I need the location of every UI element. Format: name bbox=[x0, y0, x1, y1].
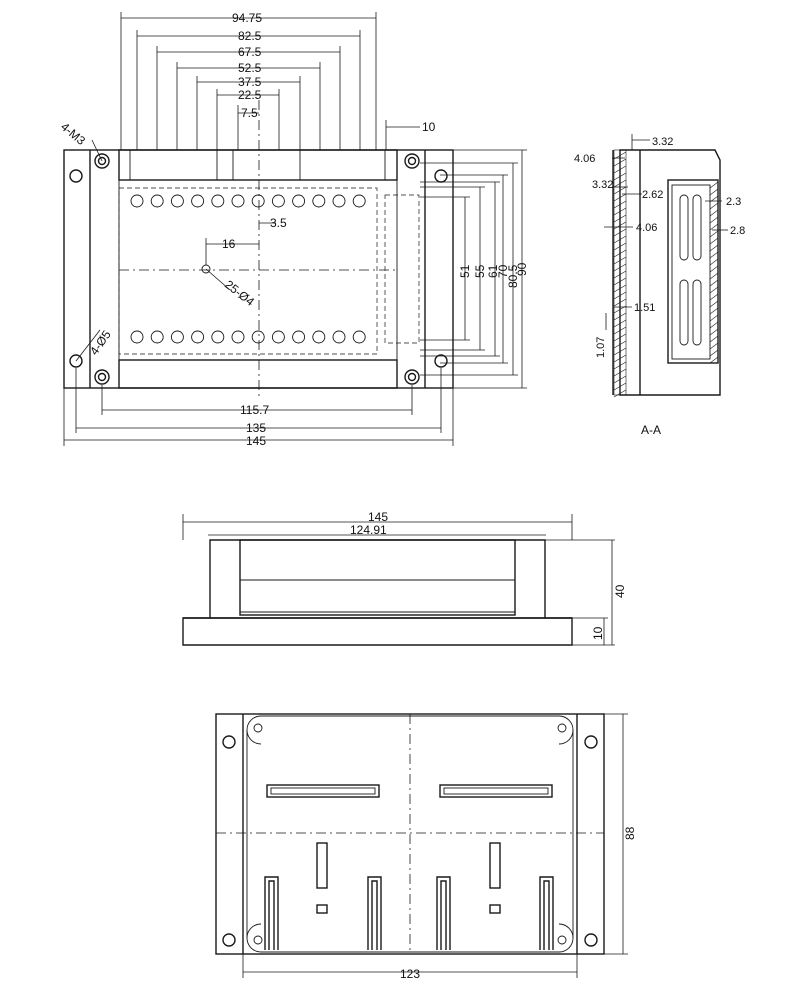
terminal-hole-icon bbox=[292, 194, 306, 208]
front-dim-40: 40 bbox=[613, 584, 627, 598]
mount-hole-icon bbox=[69, 169, 83, 183]
bottom-dim-123: 123 bbox=[400, 967, 420, 981]
terminal-hole-icon bbox=[332, 330, 346, 344]
dim-37-5: 37.5 bbox=[238, 75, 262, 89]
dim-51: 51 bbox=[458, 264, 472, 278]
terminal-hole-icon bbox=[292, 330, 306, 344]
front-dim-124-91: 124.91 bbox=[350, 523, 387, 537]
mount-hole-icon bbox=[584, 735, 598, 749]
dim-94-75: 94.75 bbox=[232, 11, 262, 25]
mount-hole-icon bbox=[434, 169, 448, 183]
terminal-hole-icon bbox=[150, 330, 164, 344]
terminal-hole-icon bbox=[211, 194, 225, 208]
dim-55: 55 bbox=[473, 264, 487, 278]
dim-90: 90 bbox=[515, 262, 529, 276]
dim-70: 70 bbox=[496, 264, 510, 278]
dim-10: 10 bbox=[422, 120, 436, 134]
terminal-hole-icon bbox=[211, 330, 225, 344]
dim-135: 135 bbox=[246, 421, 266, 435]
mount-hole-icon bbox=[434, 354, 448, 368]
dim-115-7: 115.7 bbox=[240, 403, 269, 417]
sec-dim-3-32-mid: 3.32 bbox=[592, 179, 613, 191]
top-view-outline bbox=[63, 149, 454, 389]
terminal-hole-icon bbox=[150, 194, 164, 208]
sec-dim-2-62: 2.62 bbox=[642, 189, 663, 201]
terminal-hole-icon bbox=[312, 330, 326, 344]
top-terminal-strip bbox=[118, 149, 398, 181]
terminal-hole-row bbox=[130, 194, 366, 208]
dim-52-5: 52.5 bbox=[238, 61, 262, 75]
terminal-hole-icon bbox=[251, 330, 265, 344]
terminal-hole-icon bbox=[130, 330, 144, 344]
sec-dim-4-06-mid: 4.06 bbox=[636, 222, 657, 234]
terminal-hole-icon bbox=[352, 194, 366, 208]
mount-hole-icon bbox=[222, 735, 236, 749]
terminal-hole-icon bbox=[231, 194, 245, 208]
dim-16: 16 bbox=[222, 237, 236, 251]
dim-22-5: 22.5 bbox=[238, 88, 262, 102]
terminal-hole-icon bbox=[271, 330, 285, 344]
sec-dim-1-07: 1.07 bbox=[595, 337, 607, 358]
front-dim-10: 10 bbox=[591, 626, 605, 640]
terminal-hole-icon bbox=[312, 194, 326, 208]
dim-145: 145 bbox=[246, 434, 266, 448]
dim-3-5: 3.5 bbox=[270, 216, 287, 230]
sec-dim-2-8: 2.8 bbox=[730, 225, 745, 237]
terminal-hole-row bbox=[130, 330, 366, 344]
sec-dim-2-3: 2.3 bbox=[726, 196, 741, 208]
top-view: 94.75 82.5 67.5 52.5 37.5 22.5 7.5 10 3.… bbox=[58, 11, 529, 448]
terminal-hole-icon bbox=[332, 194, 346, 208]
bottom-dim-88: 88 bbox=[623, 826, 637, 840]
sec-dim-4-06-top: 4.06 bbox=[574, 153, 595, 165]
bottom-view: 88 123 bbox=[215, 713, 637, 981]
terminal-hole-icon bbox=[191, 330, 205, 344]
sec-dim-1-51: 1.51 bbox=[634, 302, 655, 314]
terminal-hole-icon bbox=[352, 330, 366, 344]
dim-82-5: 82.5 bbox=[238, 29, 262, 43]
mount-hole-icon bbox=[222, 933, 236, 947]
dim-phi5-callout: 4-Ø5 bbox=[87, 328, 114, 358]
front-view: 145 124.91 40 10 bbox=[182, 510, 627, 646]
bottom-terminal-strip bbox=[118, 359, 398, 389]
dim-80-5: 80.5 bbox=[506, 264, 520, 288]
screw-boss-icon bbox=[94, 153, 420, 385]
terminal-hole-icon bbox=[191, 194, 205, 208]
terminal-hole-icon bbox=[231, 330, 245, 344]
terminal-hole-icon bbox=[251, 194, 265, 208]
mount-hole-icon bbox=[69, 354, 83, 368]
section-hatch bbox=[613, 151, 719, 398]
sec-dim-3-32-top: 3.32 bbox=[652, 136, 673, 148]
mount-hole-icon bbox=[584, 933, 598, 947]
terminal-hole-icon bbox=[170, 194, 184, 208]
terminal-hole-icon bbox=[170, 330, 184, 344]
terminal-hole-icon bbox=[130, 194, 144, 208]
dim-7-5: 7.5 bbox=[241, 106, 258, 120]
dim-m3-callout: 4-M3 bbox=[58, 120, 88, 149]
dim-hole-callout: 25-Ø4 bbox=[222, 277, 257, 309]
front-dim-145: 145 bbox=[368, 510, 388, 524]
dim-67-5: 67.5 bbox=[238, 45, 262, 59]
section-label: A-A bbox=[641, 423, 661, 437]
terminal-hole-icon bbox=[271, 194, 285, 208]
dim-61: 61 bbox=[486, 264, 500, 278]
section-view: 3.32 4.06 3.32 2.62 2.3 4.06 2.8 1.51 1.… bbox=[574, 134, 745, 437]
